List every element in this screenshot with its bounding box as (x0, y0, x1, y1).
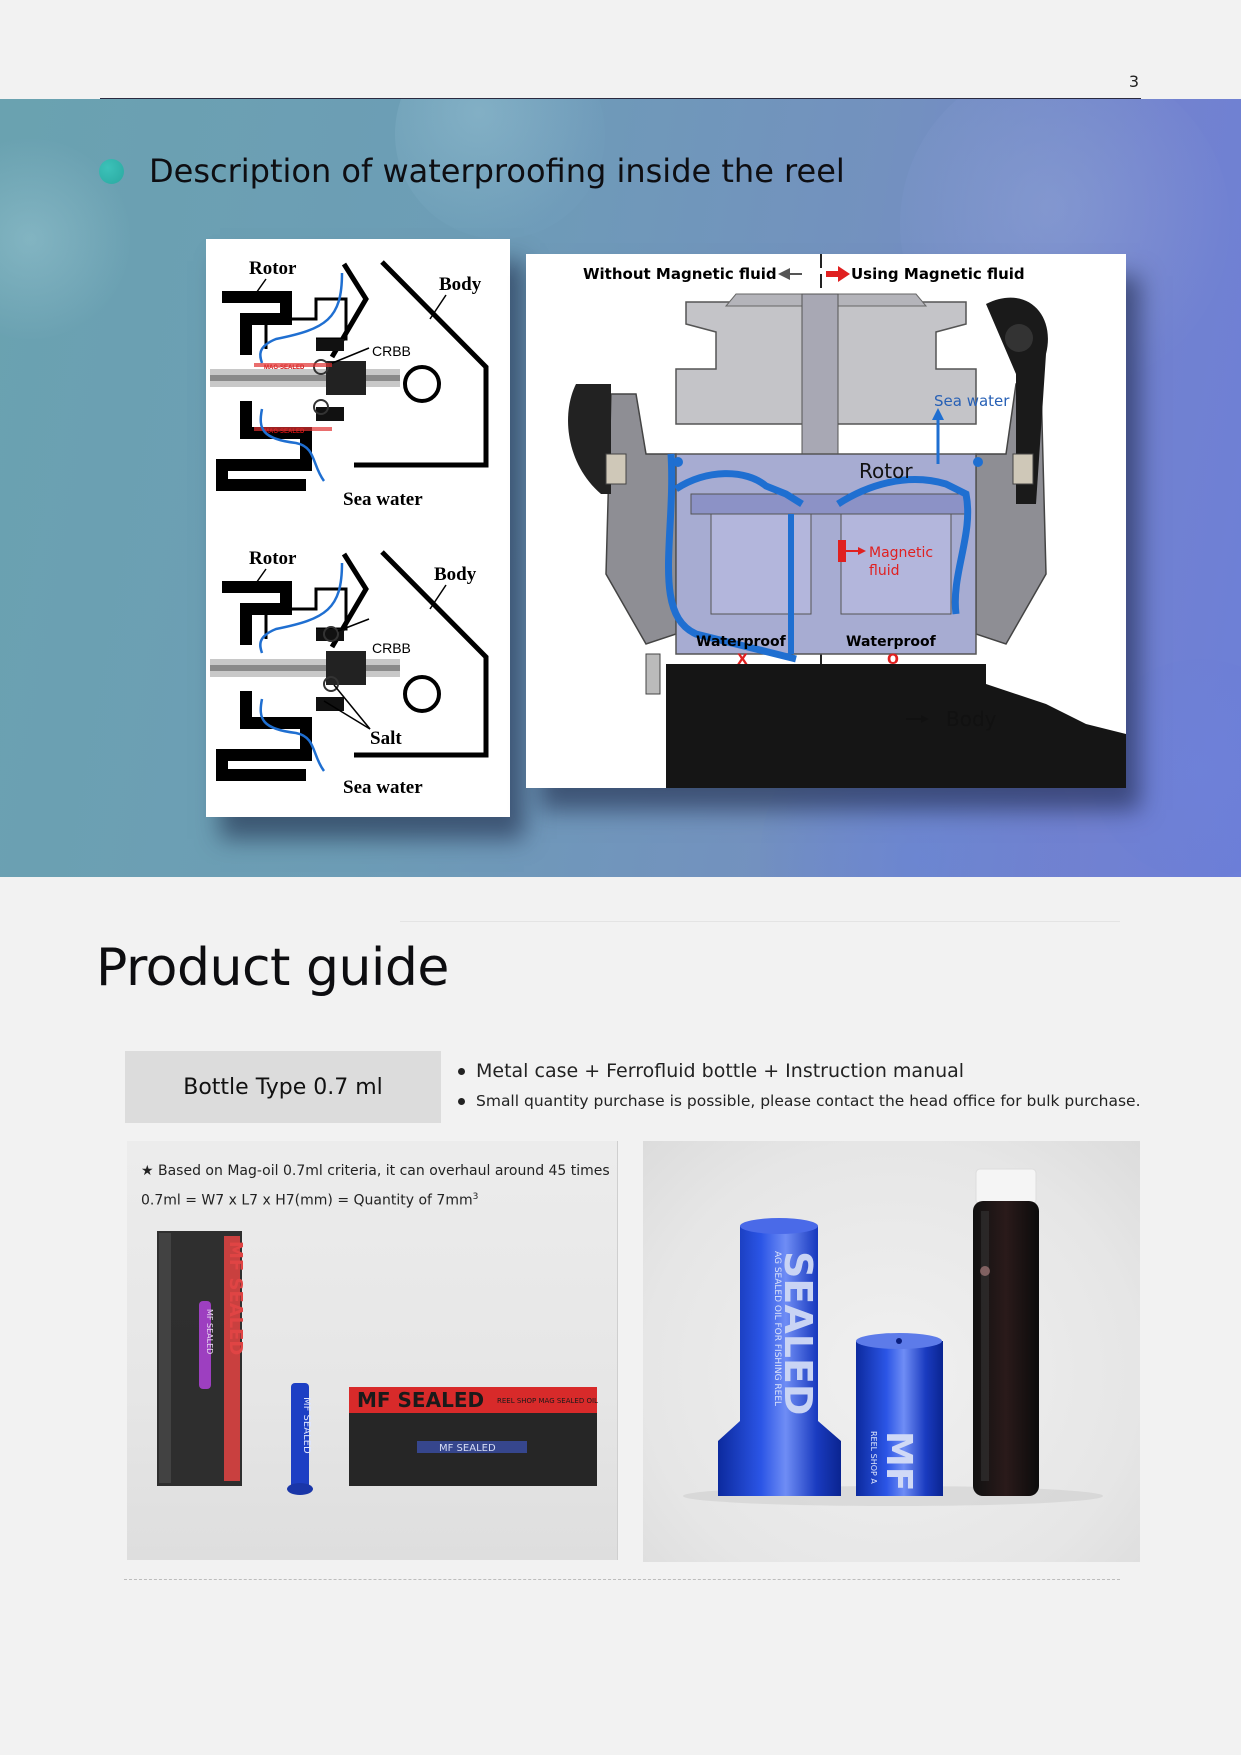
box-label: MF SEALED (225, 1241, 246, 1355)
label-rotor: Rotor (249, 548, 297, 569)
label-salt: Salt (370, 728, 402, 749)
note-line: ★ Based on Mag-oil 0.7ml criteria, it ca… (141, 1163, 610, 1179)
inner-bottle-label: MF SEALED (439, 1443, 496, 1454)
note-line: 0.7ml = W7 x L7 x H7(mm) = Quantity of 7… (141, 1184, 610, 1214)
capacity-note: ★ Based on Mag-oil 0.7ml criteria, it ca… (141, 1158, 610, 1214)
label-body: Body (434, 564, 477, 585)
product-photo-bottles: SEALED AG SEALED OIL FOR FISHING REEL MF… (643, 1141, 1140, 1562)
label-crbb: CRBB (372, 640, 411, 656)
diagram-top: Rotor Body CRBB MAG-SEALED MAG-SEALED (210, 258, 489, 510)
product-photo-package: ★ Based on Mag-oil 0.7ml criteria, it ca… (127, 1141, 618, 1560)
footer-rule (124, 1579, 1120, 1580)
label-sea-water: Sea water (343, 489, 423, 510)
seal-text: MAG-SEALED (264, 365, 305, 371)
note-formula: 0.7ml = W7 x L7 x H7(mm) = Quantity of 7… (141, 1192, 473, 1209)
seal-text: MAG-SEALED (264, 429, 305, 435)
diagram-bottom: Rotor Body CRBB Salt Sea water (210, 548, 489, 798)
guide-bullets: Metal case + Ferrofluid bottle + Instruc… (456, 1058, 1141, 1112)
guide-title: Product guide (96, 938, 449, 998)
label-magnetic-fluid: Magnetic (869, 545, 933, 561)
sleeve-label: MF SEALED (357, 1388, 484, 1412)
label-rotor: Rotor (249, 258, 297, 279)
case-sub-label: AG SEALED OIL FOR FISHING REEL (772, 1251, 782, 1406)
label-body: Body (946, 707, 997, 731)
sleeve-small-text: REEL SHOP MAG SEALED OIL (497, 1397, 598, 1405)
reel-cross-section-diagram: Without Magnetic fluid Using Magnetic fl… (526, 254, 1126, 788)
label-sea-water: Sea water (934, 392, 1010, 410)
bottle-type-label: Bottle Type 0.7 ml (125, 1051, 441, 1123)
case-label: SEALED (776, 1251, 820, 1415)
label-body: Body (439, 274, 482, 295)
label-rotor: Rotor (859, 459, 913, 483)
label-waterproof-right: Waterproof (846, 634, 937, 650)
section-heading: Description of waterproofing inside the … (99, 152, 845, 190)
page-number: 3 (1128, 72, 1139, 91)
guide-rule (400, 921, 1120, 922)
label-waterproof-left: Waterproof (696, 634, 787, 650)
label-sea-water: Sea water (343, 777, 423, 798)
label-using-fluid: Using Magnetic fluid (851, 265, 1025, 283)
mark-fail: X (737, 652, 748, 668)
bottle-label: MF SEALED (205, 1309, 214, 1354)
label-without-fluid: Without Magnetic fluid (583, 265, 777, 283)
label-crbb: CRBB (372, 343, 411, 359)
note-superscript: 3 (472, 1192, 479, 1202)
section-title: Description of waterproofing inside the … (149, 152, 845, 190)
seal-comparison-diagram: Rotor Body CRBB MAG-SEALED MAG-SEALED (206, 239, 510, 817)
bullet-dot-icon (99, 158, 124, 184)
bullet-item: Metal case + Ferrofluid bottle + Instruc… (456, 1058, 1141, 1084)
cap-sub-label: REEL SHOP A (869, 1431, 878, 1484)
label-magnetic-fluid-2: fluid (869, 563, 899, 579)
cap-label: MF (878, 1431, 919, 1491)
bullet-item: Small quantity purchase is possible, ple… (456, 1090, 1141, 1112)
tube-label: MF SEALED (301, 1397, 312, 1454)
